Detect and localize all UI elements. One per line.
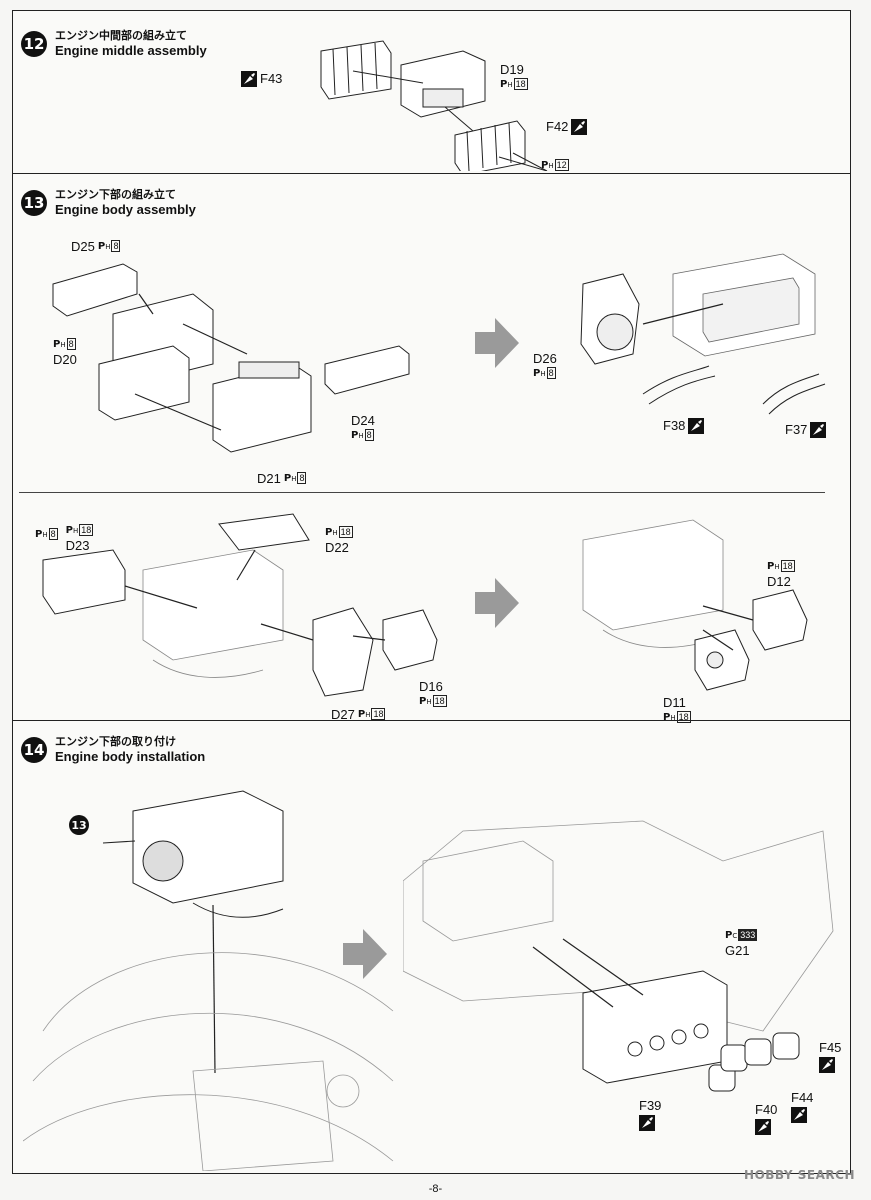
step-14-badge: 14	[21, 737, 47, 763]
next-step-arrow-icon	[343, 929, 387, 979]
step-13-section: 13 エンジン下部の組み立て Engine body assembly	[13, 174, 850, 723]
engine-body-assembled-drawing-b	[582, 519, 808, 691]
part-g21-name: G21	[725, 943, 750, 958]
step-12-section: 12 エンジン中間部の組み立て Engine middle assembly	[13, 11, 850, 173]
reference-step-13-badge: 13	[69, 815, 89, 835]
part-f38-label: F38	[663, 418, 705, 434]
part-f42-name: F42	[546, 119, 569, 134]
part-f43-label: F43	[241, 71, 282, 87]
part-d20-name: D20	[53, 352, 77, 367]
next-step-arrow-icon	[475, 318, 519, 368]
part-d24-name: D24	[351, 413, 375, 428]
paint-brush-icon	[241, 71, 257, 87]
part-d16-name: D16	[419, 679, 443, 694]
part-d21-name: D21	[257, 471, 281, 486]
step-13-title-jp: エンジン下部の組み立て	[55, 188, 176, 201]
step-12-header: 12 エンジン中間部の組み立て Engine middle assembly	[21, 29, 207, 59]
paint-brush-icon	[819, 1057, 835, 1073]
part-d19-name: D19	[500, 62, 524, 77]
part-f40-name: F40	[755, 1102, 778, 1117]
engine-body-parts-drawing-b	[42, 513, 438, 697]
paint-brush-icon	[571, 119, 588, 135]
step-14-title-en: Engine body installation	[55, 749, 206, 764]
part-f39-label: F39	[639, 1099, 661, 1131]
watermark-logo: HOBBY SEARCH	[744, 1168, 855, 1182]
part-f44-label: F44	[791, 1091, 813, 1123]
step-14-section: 14 エンジン下部の取り付け Engine body installation …	[13, 721, 850, 1175]
engine-installation-drawing-right	[403, 820, 834, 1092]
paint-brush-icon	[639, 1115, 655, 1131]
part-f39-name: F39	[639, 1098, 662, 1113]
engine-middle-parts-drawing	[320, 40, 548, 171]
part-f42-label: F42	[546, 119, 588, 135]
step-14-title-jp: エンジン下部の取り付け	[55, 735, 176, 748]
sub-step-divider	[19, 492, 825, 493]
part-d26-name: D26	[533, 351, 557, 366]
part-f45-label: F45	[819, 1041, 841, 1073]
step-12-title-jp: エンジン中間部の組み立て	[55, 29, 187, 42]
page-number: -8-	[428, 1183, 443, 1195]
part-d11-name: D11	[663, 695, 686, 710]
part-d12-name: D12	[767, 574, 791, 589]
step-divider	[13, 720, 850, 721]
part-f37-label: F37	[785, 422, 827, 438]
part-d25-name: D25	[71, 239, 95, 254]
step-13-badge: 13	[21, 190, 47, 216]
engine-installation-drawing-left	[23, 790, 394, 1171]
part-f43-name: F43	[260, 71, 283, 86]
part-f45-name: F45	[819, 1040, 842, 1055]
part-f37-name: F37	[785, 422, 808, 437]
part-f38-name: F38	[663, 418, 686, 433]
part-f40-label: F40	[755, 1103, 777, 1135]
step-divider	[13, 173, 850, 174]
paint-brush-icon	[688, 418, 705, 434]
step-13-title-en: Engine body assembly	[55, 202, 196, 217]
step-13-header: 13 エンジン下部の組み立て Engine body assembly	[21, 188, 196, 218]
next-step-arrow-icon	[475, 578, 519, 628]
step-12-badge: 12	[21, 31, 47, 57]
step-12-title-en: Engine middle assembly	[55, 43, 207, 58]
part-f44-name: F44	[791, 1090, 814, 1105]
engine-body-assembled-drawing-a	[580, 253, 826, 415]
part-d22-name: D22	[325, 540, 349, 555]
paint-brush-icon	[755, 1119, 771, 1135]
paint-brush-icon	[810, 422, 827, 438]
engine-body-parts-drawing-a	[52, 263, 410, 453]
step-14-header: 14 エンジン下部の取り付け Engine body installation	[21, 735, 205, 765]
part-d27-name: D27	[331, 707, 355, 722]
part-d23-name: D23	[65, 538, 90, 553]
paint-brush-icon	[791, 1107, 807, 1123]
instruction-page-frame: 12 エンジン中間部の組み立て Engine middle assembly	[12, 10, 851, 1174]
